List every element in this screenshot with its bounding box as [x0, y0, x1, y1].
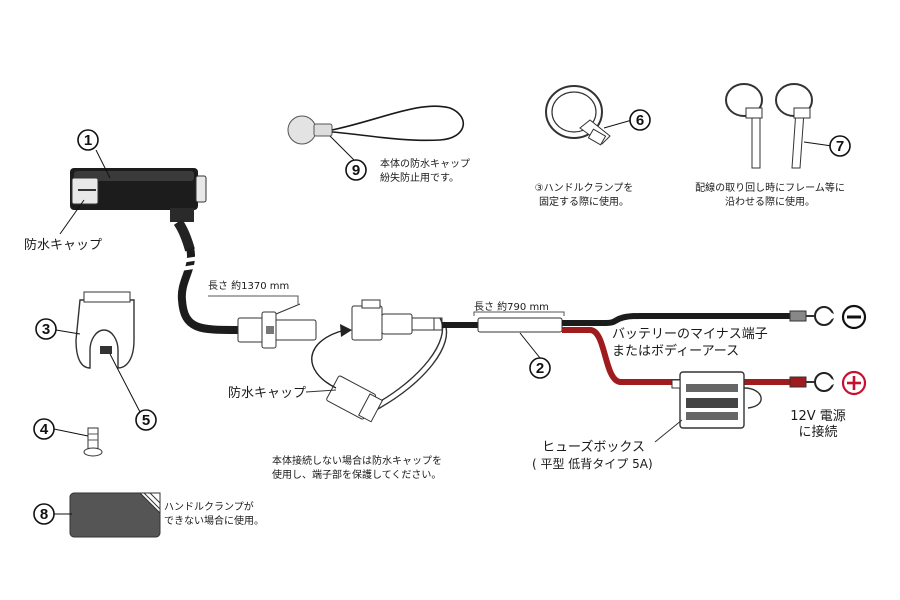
cable-tie-7b — [775, 83, 813, 169]
callout-number-6: 6 — [636, 112, 644, 129]
callout-number-1: 1 — [84, 132, 92, 149]
length-1370: 長さ 約1370 mm — [208, 279, 299, 304]
negative-label-line1: バッテリーのマイナス端子 — [612, 327, 768, 342]
callout-number-8: 8 — [40, 506, 48, 523]
length-790-label: 長さ 約790 mm — [474, 300, 549, 313]
callout-number-9: 9 — [352, 162, 360, 179]
p7-note-line2: 沿わせる際に使用。 — [725, 195, 815, 208]
callout-3: 3 — [35, 318, 81, 340]
fuse-label-line1: ヒューズボックス — [542, 439, 645, 455]
callout-5: 5 — [109, 353, 157, 431]
callout-number-7: 7 — [836, 138, 844, 155]
plus-icon — [841, 370, 867, 396]
harness-2 — [442, 313, 790, 385]
positive-label-line2: に接続 — [798, 424, 837, 440]
rubber-pad-8 — [69, 492, 161, 538]
callout-number-4: 4 — [40, 421, 49, 438]
p7-note-line1: 配線の取り回し時にフレーム等に — [695, 181, 845, 194]
positive-label-line1: 12V 電源 — [790, 409, 846, 424]
negative-label-line2: またはボディーアース — [612, 343, 739, 359]
p8-note-line2: できない場合に使用。 — [164, 514, 264, 527]
connector-male — [237, 303, 317, 349]
callout-number-5: 5 — [142, 412, 150, 429]
fuse-label-line2: ( 平型 低背タイプ 5A) — [532, 457, 653, 471]
screw-4 — [83, 427, 103, 457]
callout-7: 7 — [803, 135, 851, 157]
callout-1: 1 — [77, 129, 111, 179]
callout-6: 6 — [603, 109, 651, 131]
waterproof-cap-1: 防水キャップ — [24, 199, 102, 253]
cable-tie-7a — [725, 83, 763, 169]
main-unit — [70, 168, 207, 252]
cap-note-line2: 使用し、端子部を保護してください。 — [272, 468, 441, 481]
p6-note-line2: 固定する際に使用。 — [539, 195, 629, 208]
connector-female — [311, 299, 448, 423]
callout-4: 4 — [33, 418, 89, 440]
band-6 — [545, 85, 611, 146]
p9-note-line2: 紛失防止用です。 — [380, 171, 459, 184]
callout-2: 2 — [519, 332, 551, 379]
cap-note-line1: 本体接続しない場合は防水キャップを — [272, 454, 442, 467]
strap-9 — [287, 105, 465, 145]
waterproof-cap-label-2: 防水キャップ — [228, 385, 306, 401]
callout-number-3: 3 — [42, 321, 50, 338]
positive-terminal — [789, 372, 837, 392]
cap-label-group: 防水キャップ 本体接続しない場合は防水キャップを 使用し、端子部を保護してくださ… — [228, 385, 442, 481]
minus-icon — [841, 304, 867, 330]
p9-note-line1: 本体の防水キャップ — [380, 157, 470, 170]
main-cable — [173, 247, 239, 334]
negative-terminal — [789, 306, 837, 326]
handle-clamp-3 — [75, 291, 135, 369]
length-1370-label: 長さ 約1370 mm — [208, 279, 289, 292]
waterproof-cap-label-1: 防水キャップ — [24, 237, 102, 253]
p6-note-line1: ③ハンドルクランプを — [535, 182, 634, 194]
callout-number-2: 2 — [536, 360, 544, 377]
length-790: 長さ 約790 mm — [473, 300, 565, 316]
fuse-box — [671, 371, 762, 429]
callout-9: 9 — [329, 135, 367, 181]
callout-8: 8 — [33, 503, 72, 525]
p8-note-line1: ハンドルクランプが — [164, 500, 254, 513]
